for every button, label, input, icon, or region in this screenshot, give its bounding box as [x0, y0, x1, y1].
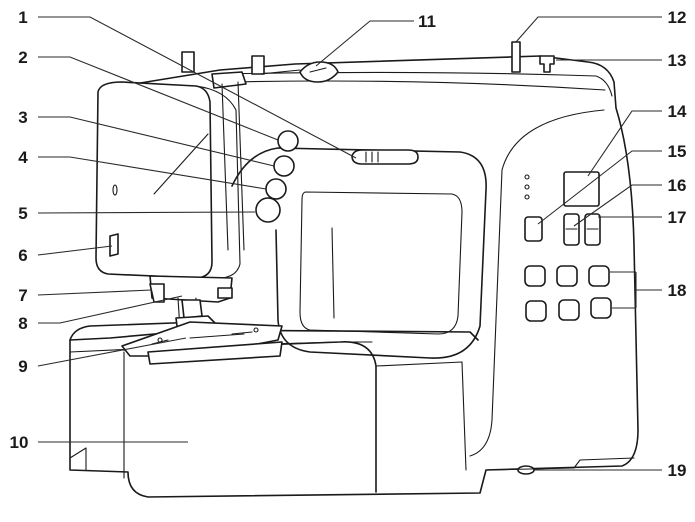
top-groove [259, 69, 301, 75]
callout-3: 3 [18, 108, 27, 127]
indicator-led-1 [524, 174, 530, 180]
leader-5 [37, 211, 256, 214]
callout-5: 5 [18, 204, 27, 223]
callout-10: 10 [10, 433, 29, 452]
button-2 [273, 155, 295, 177]
leader-3 [38, 116, 275, 167]
needle-plate-slot [189, 333, 245, 339]
leader-2 [38, 56, 279, 141]
callout-17: 17 [668, 208, 687, 227]
indicator-led-3 [524, 194, 530, 200]
callout-18: 18 [668, 281, 687, 300]
accessory-box [123, 341, 377, 493]
needle-plate-screw-1 [157, 337, 163, 343]
callout-8: 8 [18, 314, 27, 333]
needle-clamp-screw [217, 287, 233, 299]
bed-right-line [375, 361, 467, 471]
pattern-key-1 [524, 265, 546, 287]
bobbin-cover [147, 341, 283, 365]
head-oval-mark [112, 184, 118, 196]
presser-foot-shank [181, 299, 203, 319]
pattern-key-5 [558, 299, 580, 321]
sewing-machine [69, 55, 639, 498]
bottom-parts [485, 457, 635, 475]
needle-plate-screw-2 [253, 327, 259, 333]
pattern-key-6 [590, 297, 612, 319]
leader-1 [38, 16, 357, 159]
lcd-display [563, 171, 600, 207]
panel-button-a [524, 216, 543, 242]
base-step [485, 457, 635, 471]
face-plate-reflection [153, 133, 209, 195]
callout-14: 14 [668, 102, 687, 121]
callout-9: 9 [18, 357, 27, 376]
callout-12: 12 [668, 8, 687, 27]
leader-15 [537, 150, 662, 225]
callout-labels: 1 2 3 4 5 6 7 8 9 10 11 12 13 14 15 16 1… [10, 8, 687, 480]
leader-6 [37, 245, 113, 256]
speed-slider-track [351, 149, 419, 165]
callout-15: 15 [668, 142, 687, 161]
button-1 [277, 130, 299, 152]
leader-7 [37, 289, 153, 296]
needle-plate [121, 321, 283, 357]
head-face-cover [95, 81, 213, 279]
leader-9 [37, 337, 187, 367]
pattern-key-3 [588, 265, 610, 287]
bobbin-winder-base [299, 61, 339, 83]
bed-base-foot [69, 447, 87, 471]
leader-16 [573, 184, 662, 227]
callout-1: 1 [18, 8, 27, 27]
pillar-panel-edge [469, 109, 605, 457]
speed-slider-knob [365, 151, 379, 163]
callout-16: 16 [668, 176, 687, 195]
throat-opening [299, 191, 463, 335]
presser-foot-lever [149, 283, 165, 303]
take-up-lever [211, 71, 247, 89]
leader-lines [37, 16, 662, 471]
leader-14 [587, 110, 662, 177]
control-panel [524, 171, 612, 322]
base-jack [517, 465, 535, 475]
leader-11 [315, 20, 414, 67]
pattern-key-2 [556, 265, 578, 287]
leader-12 [515, 16, 662, 43]
top-spool-right [251, 55, 265, 75]
callout-4: 4 [18, 148, 28, 167]
callout-7: 7 [18, 286, 27, 305]
top-right-parts [511, 41, 555, 73]
button-4 [255, 197, 281, 223]
callout-6: 6 [18, 246, 27, 265]
throat-inner-edge [331, 227, 335, 319]
bobbin-winder-arrow [309, 67, 327, 73]
winder-spindle [539, 55, 555, 73]
leader-18 [610, 271, 662, 309]
spool-pin [511, 41, 521, 73]
leader-4 [38, 156, 267, 190]
callout-13: 13 [668, 51, 687, 70]
callout-19: 19 [668, 461, 687, 480]
pattern-key-4 [525, 300, 547, 322]
indicator-led-2 [524, 184, 530, 190]
top-front-edge [231, 80, 606, 91]
arm-buttons [255, 130, 419, 223]
bobbin-winder [299, 61, 339, 83]
machine-head [95, 51, 301, 279]
callout-2: 2 [18, 48, 27, 67]
button-3 [265, 178, 287, 200]
needle-assembly [121, 275, 283, 365]
needle-threader-lever [109, 233, 119, 257]
thread-guide-channel [221, 81, 245, 251]
top-surface-edge [219, 71, 613, 97]
arm-lower-edge [231, 147, 487, 359]
callout-11: 11 [418, 12, 436, 31]
leader-8 [38, 295, 183, 324]
